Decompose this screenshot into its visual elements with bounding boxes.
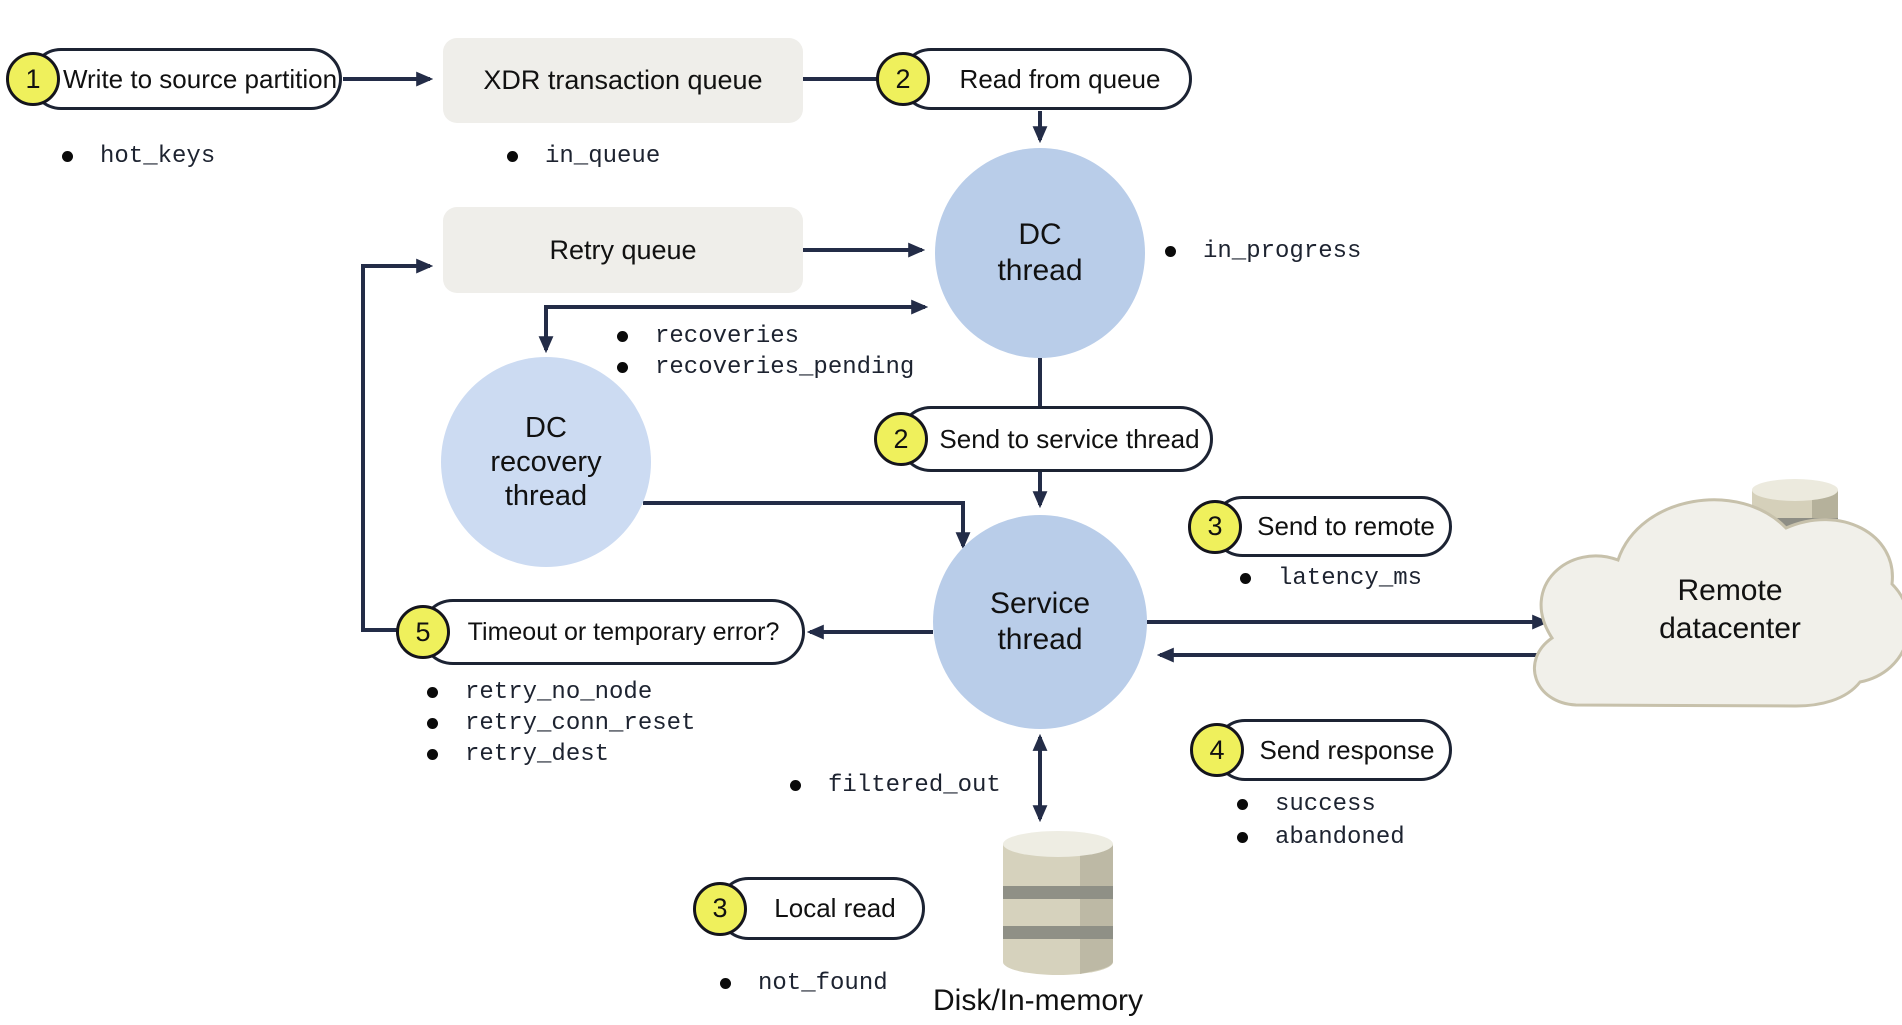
step-number-badge: 3 (1188, 499, 1242, 554)
step-send-to-remote: 3 Send to remote (1188, 496, 1452, 557)
metric-list-latency: latency_ms (1240, 563, 1422, 594)
step-number-badge: 3 (693, 881, 747, 936)
arrow-timeout-to-retry-queue (361, 258, 434, 632)
metric-retry-no-node: retry_no_node (465, 679, 653, 706)
step-label: Send to service thread (939, 423, 1200, 454)
step-label: Local read (774, 893, 896, 923)
step-timeout-or-temporary-error: 5 Timeout or temporary error? (396, 599, 805, 665)
remote-datacenter-label: Remote datacenter (1598, 572, 1862, 648)
metric-list-not-found: not_found (720, 968, 888, 999)
dc-recovery-label-line3: thread (504, 480, 588, 512)
step-label: Write to source partition (62, 63, 338, 94)
xdr-transaction-queue-label: XDR transaction queue (483, 65, 763, 95)
metric-list-in-progress: in_progress (1165, 236, 1361, 267)
metric-recoveries: recoveries (655, 323, 800, 350)
bullet-icon (62, 151, 73, 162)
remote-label-line2: datacenter (1659, 612, 1801, 645)
xdr-transaction-queue-box: XDR transaction queue (443, 38, 803, 123)
service-thread-node: Service thread (933, 515, 1147, 729)
bullet-icon (427, 749, 438, 760)
step-label: Timeout or temporary error? (467, 617, 780, 646)
remote-label-line1: Remote (1677, 574, 1783, 607)
metric-list-recoveries: recoveries recoveries_pending (617, 321, 914, 383)
step-number-badge: 4 (1190, 723, 1244, 777)
metric-abandoned: abandoned (1275, 824, 1405, 851)
metric-retry-conn-reset: retry_conn_reset (465, 710, 696, 737)
metric-list-in-queue: in_queue (507, 141, 660, 172)
metric-retry-dest: retry_dest (465, 741, 610, 768)
step-label: Send response (1259, 734, 1435, 765)
service-thread-label-line2: thread (997, 623, 1083, 656)
metric-hot-keys: hot_keys (100, 143, 216, 170)
step-label: Send to remote (1257, 511, 1435, 541)
metric-list-retry: retry_no_node retry_conn_reset retry_des… (427, 677, 695, 770)
bullet-icon (427, 687, 438, 698)
dc-recovery-label-line2: recovery (490, 446, 602, 478)
bullet-icon (1165, 246, 1176, 257)
disk-database-icon (1003, 831, 1113, 975)
bullet-icon (507, 151, 518, 162)
metric-success: success (1275, 791, 1376, 818)
step-label: Read from queue (959, 63, 1161, 94)
metric-recoveries-pending: recoveries_pending (655, 354, 915, 381)
dc-thread-label-line2: thread (997, 254, 1083, 287)
step-number-badge: 5 (396, 605, 450, 659)
metric-filtered-out: filtered_out (828, 772, 1001, 799)
service-thread-label-line1: Service (989, 587, 1091, 620)
dc-recovery-label-line1: DC (525, 412, 567, 444)
step-read-from-queue: 2 Read from queue (876, 48, 1192, 110)
bullet-icon (617, 362, 628, 373)
metric-in-progress: in_progress (1203, 238, 1362, 265)
bullet-icon (1237, 799, 1248, 810)
retry-queue-box: Retry queue (443, 207, 803, 293)
step-write-to-source-partition: 1 Write to source partition (6, 48, 342, 110)
step-send-response: 4 Send response (1190, 719, 1452, 781)
metric-list-response: success abandoned (1237, 788, 1405, 854)
step-number-badge: 2 (876, 52, 930, 106)
dc-recovery-thread-node: DC recovery thread (441, 357, 651, 567)
arrow-recovery-to-service (643, 501, 971, 550)
bullet-icon (790, 780, 801, 791)
bullet-icon (1240, 573, 1251, 584)
bullet-icon (720, 978, 731, 989)
bullet-icon (1237, 832, 1248, 843)
step-number-badge: 1 (6, 52, 60, 106)
metric-latency-ms: latency_ms (1278, 565, 1423, 592)
step-send-to-service-thread: 2 Send to service thread (874, 406, 1213, 472)
step-local-read: 3 Local read (693, 877, 925, 940)
metric-list-hot-keys: hot_keys (62, 141, 215, 172)
metric-list-filtered-out: filtered_out (790, 770, 1001, 801)
retry-queue-label: Retry queue (549, 234, 697, 265)
remote-datacenter-cloud (1533, 498, 1902, 708)
dc-thread-node: DC thread (935, 148, 1145, 358)
bullet-icon (617, 331, 628, 342)
metric-in-queue: in_queue (545, 143, 661, 170)
dc-thread-label-line1: DC (1018, 218, 1062, 251)
bullet-icon (427, 718, 438, 729)
step-number-badge: 2 (874, 412, 928, 466)
disk-in-memory-label: Disk/In-memory (932, 984, 1143, 1017)
metric-not-found: not_found (758, 970, 888, 997)
